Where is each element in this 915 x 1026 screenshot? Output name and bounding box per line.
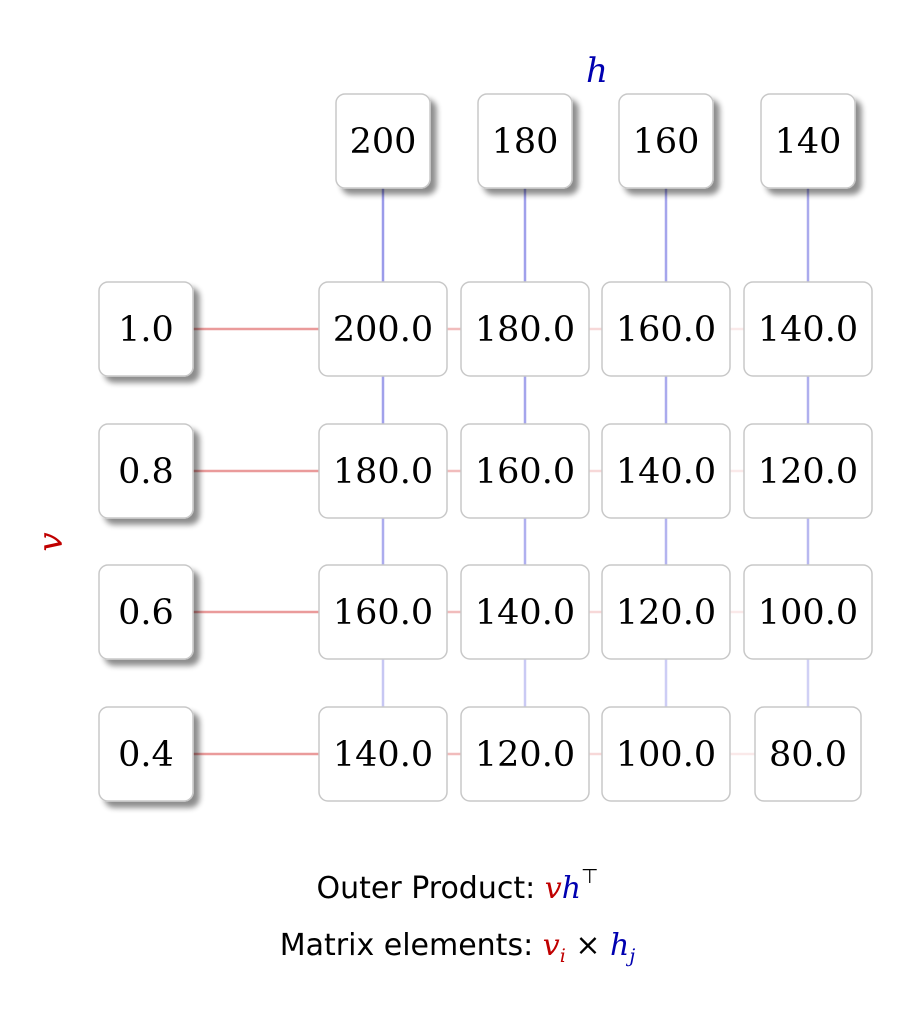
matrix-cell-frame <box>460 281 590 377</box>
v-axis-label: v <box>31 532 71 551</box>
v-vector-entry-value: 0.8 <box>118 452 174 492</box>
v-vector-entry-value: 0.6 <box>118 593 174 633</box>
matrix-cell: 100.0 <box>601 706 731 802</box>
matrix-cell-frame <box>318 706 448 802</box>
matrix-cell-value: 160.0 <box>333 593 433 633</box>
caption-hj-subscript: j <box>629 945 636 967</box>
matrix-cell-frame <box>318 423 448 519</box>
caption-times-symbol: × <box>575 928 601 963</box>
matrix-cell: 140.0 <box>460 564 590 660</box>
matrix-cell: 140.0 <box>743 281 873 377</box>
matrix-cell-value: 100.0 <box>616 735 716 775</box>
caption-outer-product: Outer Product: vh⊤ <box>0 864 915 906</box>
matrix-cell: 140.0 <box>318 706 448 802</box>
matrix-cell-value: 120.0 <box>475 735 575 775</box>
matrix-cell-value: 120.0 <box>616 593 716 633</box>
matrix-cell-value: 160.0 <box>475 452 575 492</box>
caption-matrix-elements-prefix: Matrix elements: <box>279 928 534 963</box>
h-vector-entry-value: 200 <box>350 122 417 162</box>
v-vector-entry-frame <box>98 281 194 377</box>
v-connector-lines <box>146 327 808 756</box>
h-axis-label: h <box>586 51 608 91</box>
v-vector: 1.0 0.8 0.6 0.4 <box>98 281 194 802</box>
matrix-cell: 160.0 <box>318 564 448 660</box>
matrix-cell-value: 120.0 <box>758 452 858 492</box>
v-vector-entry: 0.6 <box>98 564 194 660</box>
caption-vi-symbol: vi <box>542 928 566 967</box>
h-vector-entry-value: 180 <box>492 122 559 162</box>
h-vector-entry: 160 <box>618 93 714 189</box>
caption-outer-product-prefix: Outer Product: <box>316 871 536 906</box>
matrix-cell-value: 180.0 <box>333 452 433 492</box>
v-vector-entry: 0.4 <box>98 706 194 802</box>
matrix-cell-frame <box>601 281 731 377</box>
v-vector-entry-frame <box>98 564 194 660</box>
matrix-cell: 160.0 <box>601 281 731 377</box>
h-vector-entry-frame <box>335 93 431 189</box>
h-vector-entry: 140 <box>760 93 856 189</box>
h-vector: 200 180 160 140 <box>335 93 856 189</box>
matrix-cell-value: 140.0 <box>475 593 575 633</box>
matrix-cell: 120.0 <box>601 564 731 660</box>
caption-vi-base: v <box>542 928 560 963</box>
h-vector-entry-frame <box>618 93 714 189</box>
caption-h-symbol: h <box>561 871 582 906</box>
v-vector-entry-frame <box>98 706 194 802</box>
matrix-cell-value: 80.0 <box>769 735 847 775</box>
v-vector-entry: 0.8 <box>98 423 194 519</box>
caption-v-symbol: v <box>544 871 562 906</box>
caption-transpose-symbol: ⊤ <box>581 864 599 888</box>
matrix-cell-value: 140.0 <box>333 735 433 775</box>
matrix-cell-value: 160.0 <box>616 310 716 350</box>
h-vector-entry-value: 160 <box>633 122 700 162</box>
matrix-cell-frame <box>601 706 731 802</box>
matrix-cell-frame <box>601 423 731 519</box>
h-vector-entry-value: 140 <box>775 122 842 162</box>
matrix-cell-frame <box>318 564 448 660</box>
matrix-cell-value: 100.0 <box>758 593 858 633</box>
matrix-cell: 80.0 <box>754 706 862 802</box>
matrix-cell-frame <box>743 423 873 519</box>
matrix-cell-frame <box>743 564 873 660</box>
matrix-cell-frame <box>743 281 873 377</box>
matrix-cell-frame <box>460 564 590 660</box>
matrix-cell: 160.0 <box>460 423 590 519</box>
v-vector-entry-value: 0.4 <box>118 735 174 775</box>
matrix-cell: 180.0 <box>460 281 590 377</box>
v-vector-entry-frame <box>98 423 194 519</box>
v-vector-entry-value: 1.0 <box>118 310 174 350</box>
matrix-cell-frame <box>460 706 590 802</box>
matrix-cell-frame <box>754 706 862 802</box>
matrix-cell-frame <box>318 281 448 377</box>
matrix-cell: 180.0 <box>318 423 448 519</box>
matrix-cell: 200.0 <box>318 281 448 377</box>
caption-hj-base: h <box>610 928 630 963</box>
h-vector-entry-frame <box>760 93 856 189</box>
h-vector-entry: 180 <box>477 93 573 189</box>
matrix: 200.0 180.0 160.0 140.0 180.0 160.0 140.0 120.0… <box>318 281 873 802</box>
matrix-cell: 100.0 <box>743 564 873 660</box>
matrix-cell: 120.0 <box>460 706 590 802</box>
h-vector-entry: 200 <box>335 93 431 189</box>
v-vector-entry: 1.0 <box>98 281 194 377</box>
matrix-cell-frame <box>601 564 731 660</box>
matrix-cell-value: 180.0 <box>475 310 575 350</box>
matrix-cell-value: 140.0 <box>758 310 858 350</box>
caption-matrix-elements: Matrix elements: vi × hj <box>0 928 915 967</box>
matrix-cell-value: 140.0 <box>616 452 716 492</box>
matrix-cell: 120.0 <box>743 423 873 519</box>
matrix-cell-value: 200.0 <box>333 310 433 350</box>
h-vector-entry-frame <box>477 93 573 189</box>
caption-vi-subscript: i <box>559 945 566 967</box>
caption-hj-symbol: hj <box>610 928 635 967</box>
matrix-cell-frame <box>460 423 590 519</box>
matrix-cell: 140.0 <box>601 423 731 519</box>
